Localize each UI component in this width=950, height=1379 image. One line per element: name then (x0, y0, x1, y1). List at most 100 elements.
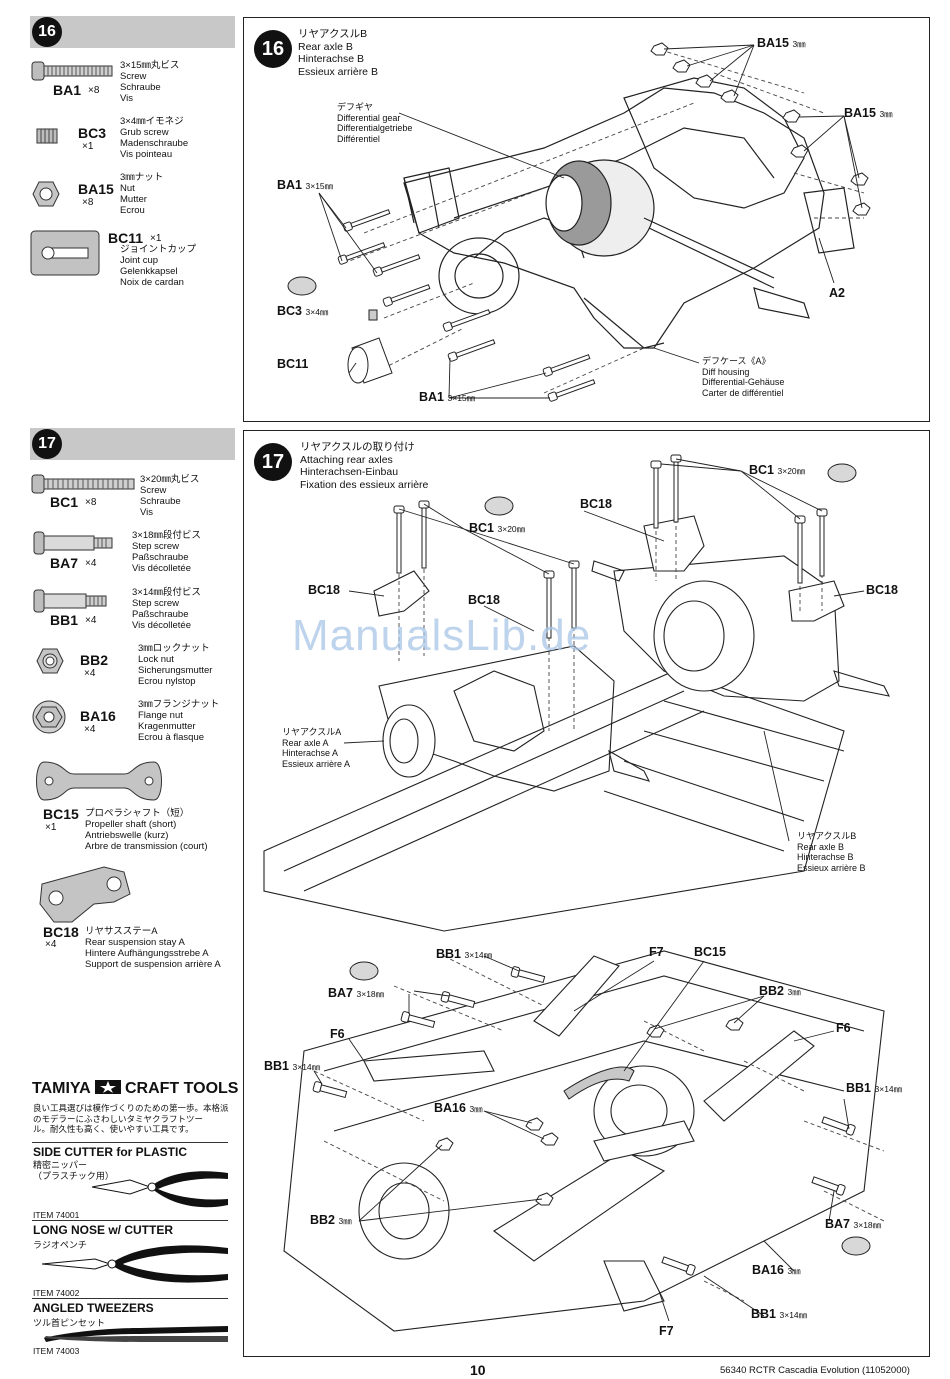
step16-title: リヤアクスルB Rear axle B Hinterachse B Essieu… (298, 28, 378, 78)
callout-f6-right: F6 (836, 1021, 851, 1035)
part-qty-bc3: ×1 (82, 141, 94, 152)
callout-bb1-right-size: 3×14㎜ (874, 1084, 903, 1094)
diff-gear-label: デフギヤ Differential gear Differentialgetri… (337, 102, 413, 144)
bc11-joint-cup-icon (30, 230, 100, 276)
craft-tools-intro: 良い工具選びは模作づくりのための第一歩。本格派 のモデラーにふさわしいタミヤクラ… (33, 1103, 229, 1134)
part-qty-bc15: ×1 (45, 822, 57, 833)
part-qty-bc11: ×1 (150, 233, 162, 244)
ba7-step-screw-icon (33, 531, 113, 555)
page-number: 10 (470, 1362, 486, 1378)
part-qty-bb1: ×4 (85, 615, 97, 626)
tools-divider-3 (32, 1298, 228, 1299)
part-desc-bb2: 3㎜ロックナット Lock nut Sicherungsmutter Ecrou… (138, 643, 213, 687)
callout-ba7-right-size: 3×18㎜ (853, 1220, 882, 1230)
callout-ba1-bottom-code: BA1 (419, 390, 445, 404)
part-qty-ba15: ×8 (82, 197, 94, 208)
bc3-grub-screw-icon (36, 128, 58, 144)
callout-bb1-top-code: BB1 (436, 947, 462, 961)
bb1-step-screw-icon (33, 589, 107, 613)
tool-name-long-nose: LONG NOSE w/ CUTTER (33, 1223, 174, 1237)
callout-bb1-right-code: BB1 (846, 1081, 872, 1095)
callout-bb2-bottom: BB2 3㎜ (310, 1213, 352, 1227)
long-nose-pliers-icon (41, 1245, 228, 1283)
angled-tweezers-icon (44, 1326, 228, 1342)
tools-divider-2 (32, 1220, 228, 1221)
callout-ba1-bottom-size: 3×15㎜ (447, 393, 476, 403)
part-code-bc15: BC15 (43, 806, 79, 822)
part-code-ba15: BA15 (78, 181, 114, 197)
ba1-screw-icon (31, 61, 113, 81)
callout-bb1-top-size: 3×14㎜ (464, 950, 493, 960)
callout-bc18-mid: BC18 (468, 593, 500, 607)
callout-ba1-left-size: 3×15㎜ (305, 181, 334, 191)
callout-bb2-bottom-size: 3㎜ (338, 1216, 352, 1226)
part-desc-ba7: 3×18㎜段付ビス Step screw Paßschraube Vis déc… (132, 530, 201, 574)
part-qty-bc18: ×4 (45, 939, 57, 950)
callout-bc11: BC11 (277, 357, 309, 371)
watermark: ManualsLib.de (292, 611, 592, 660)
callout-bc18-left: BC18 (308, 583, 340, 597)
ba16-flange-nut-icon (32, 700, 66, 734)
callout-f7-bottom: F7 (659, 1324, 674, 1338)
bc15-propeller-shaft-icon (36, 761, 162, 801)
callout-bc1-mid-code: BC1 (469, 521, 495, 535)
step16-panel: 16 リヤアクスルB Rear axle B Hinterachse B Ess… (243, 17, 930, 422)
callout-f7-top: F7 (649, 945, 664, 959)
step16-badge: 16 (32, 17, 62, 47)
step17-title: リヤアクスルの取り付け Attaching rear axles Hintera… (300, 441, 429, 491)
rear-axle-b-label: リヤアクスルB Rear axle B Hinterachse B Essieu… (797, 831, 866, 873)
callout-bb2-bottom-code: BB2 (310, 1213, 336, 1227)
part-desc-bc1: 3×20㎜丸ビス Screw Schraube Vis (140, 474, 200, 518)
callout-ba1-left: BA1 3×15㎜ (277, 178, 333, 192)
callout-ba16-bottom: BA16 3㎜ (752, 1263, 801, 1277)
tamiya-star-logo-icon (94, 1079, 121, 1094)
part-desc-bc11: ジョイントカップ Joint cup Gelenkkapsel Noix de … (120, 244, 197, 288)
callout-ba7-left-size: 3×18㎜ (356, 989, 385, 999)
callout-bb1-right: BB1 3×14㎜ (846, 1081, 902, 1095)
tools-divider-1 (32, 1142, 228, 1143)
step17-panel: 17 リヤアクスルの取り付け Attaching rear axles Hint… (243, 430, 930, 1357)
rear-axle-a-label: リヤアクスルA Rear axle A Hinterachse A Essieu… (282, 727, 351, 769)
part-code-bb1: BB1 (50, 612, 79, 628)
callout-bc1-mid-size: 3×20㎜ (497, 524, 526, 534)
tool-jp-long-nose: ラジオペンチ (33, 1240, 87, 1250)
callout-bc1-mid: BC1 3×20㎜ (469, 521, 525, 535)
callout-ba15-right-size: 3㎜ (879, 109, 893, 119)
step17-badge: 17 (32, 429, 62, 459)
tool-item-long-nose: ITEM 74002 (33, 1288, 80, 1298)
part-code-bc1: BC1 (50, 494, 79, 510)
part-desc-ba1: 3×15㎜丸ビス Screw Schraube Vis (120, 60, 180, 104)
part-code-bc11: BC11 (108, 230, 144, 246)
callout-bb1-left-size: 3×14㎜ (292, 1062, 321, 1072)
tool-name-side-cutter: SIDE CUTTER for PLASTIC (33, 1145, 188, 1159)
step16-header-bar (30, 16, 235, 48)
part-code-bc3: BC3 (78, 125, 107, 141)
callout-bb2-top-size: 3㎜ (787, 987, 801, 997)
callout-f6-left: F6 (330, 1027, 345, 1041)
part-code-ba16: BA16 (80, 708, 116, 724)
part-qty-ba1: ×8 (88, 85, 100, 96)
document-id: 56340 RCTR Cascadia Evolution (11052000) (720, 1365, 910, 1376)
tool-jp-side-cutter: 精密ニッパー （プラスチック用） (33, 1160, 114, 1181)
tool-item-side-cutter: ITEM 74001 (33, 1210, 80, 1220)
callout-ba1-left-code: BA1 (277, 178, 303, 192)
part-desc-ba16: 3㎜フランジナット Flange nut Kragenmutter Ecrou … (138, 699, 220, 743)
craft-tools-heading: TAMIYA CRAFT TOOLS (32, 1079, 239, 1098)
callout-bb1-bottom: BB1 3×14㎜ (751, 1307, 807, 1321)
tamiya-brand: TAMIYA (32, 1080, 91, 1097)
part-qty-ba7: ×4 (85, 558, 97, 569)
callout-ba16-bottom-code: BA16 (752, 1263, 784, 1277)
callout-ba16-bottom-size: 3㎜ (787, 1266, 801, 1276)
tool-item-tweezers: ITEM 74003 (33, 1346, 80, 1356)
callout-ba16-mid: BA16 3㎜ (434, 1101, 483, 1115)
craft-tools-title: CRAFT TOOLS (124, 1080, 239, 1097)
callout-bc1-top-code: BC1 (749, 463, 775, 477)
side-cutter-icon (91, 1171, 228, 1208)
callout-a2: A2 (829, 286, 845, 300)
part-desc-bc3: 3×4㎜イモネジ Grub screw Madenschraube Vis po… (120, 116, 189, 160)
part-code-ba7: BA7 (50, 555, 79, 571)
tool-name-tweezers: ANGLED TWEEZERS (33, 1301, 154, 1315)
callout-bb1-left: BB1 3×14㎜ (264, 1059, 320, 1073)
step16-panel-badge: 16 (254, 30, 292, 68)
part-desc-bb1: 3×14㎜段付ビス Step screw Paßschraube Vis déc… (132, 587, 201, 631)
